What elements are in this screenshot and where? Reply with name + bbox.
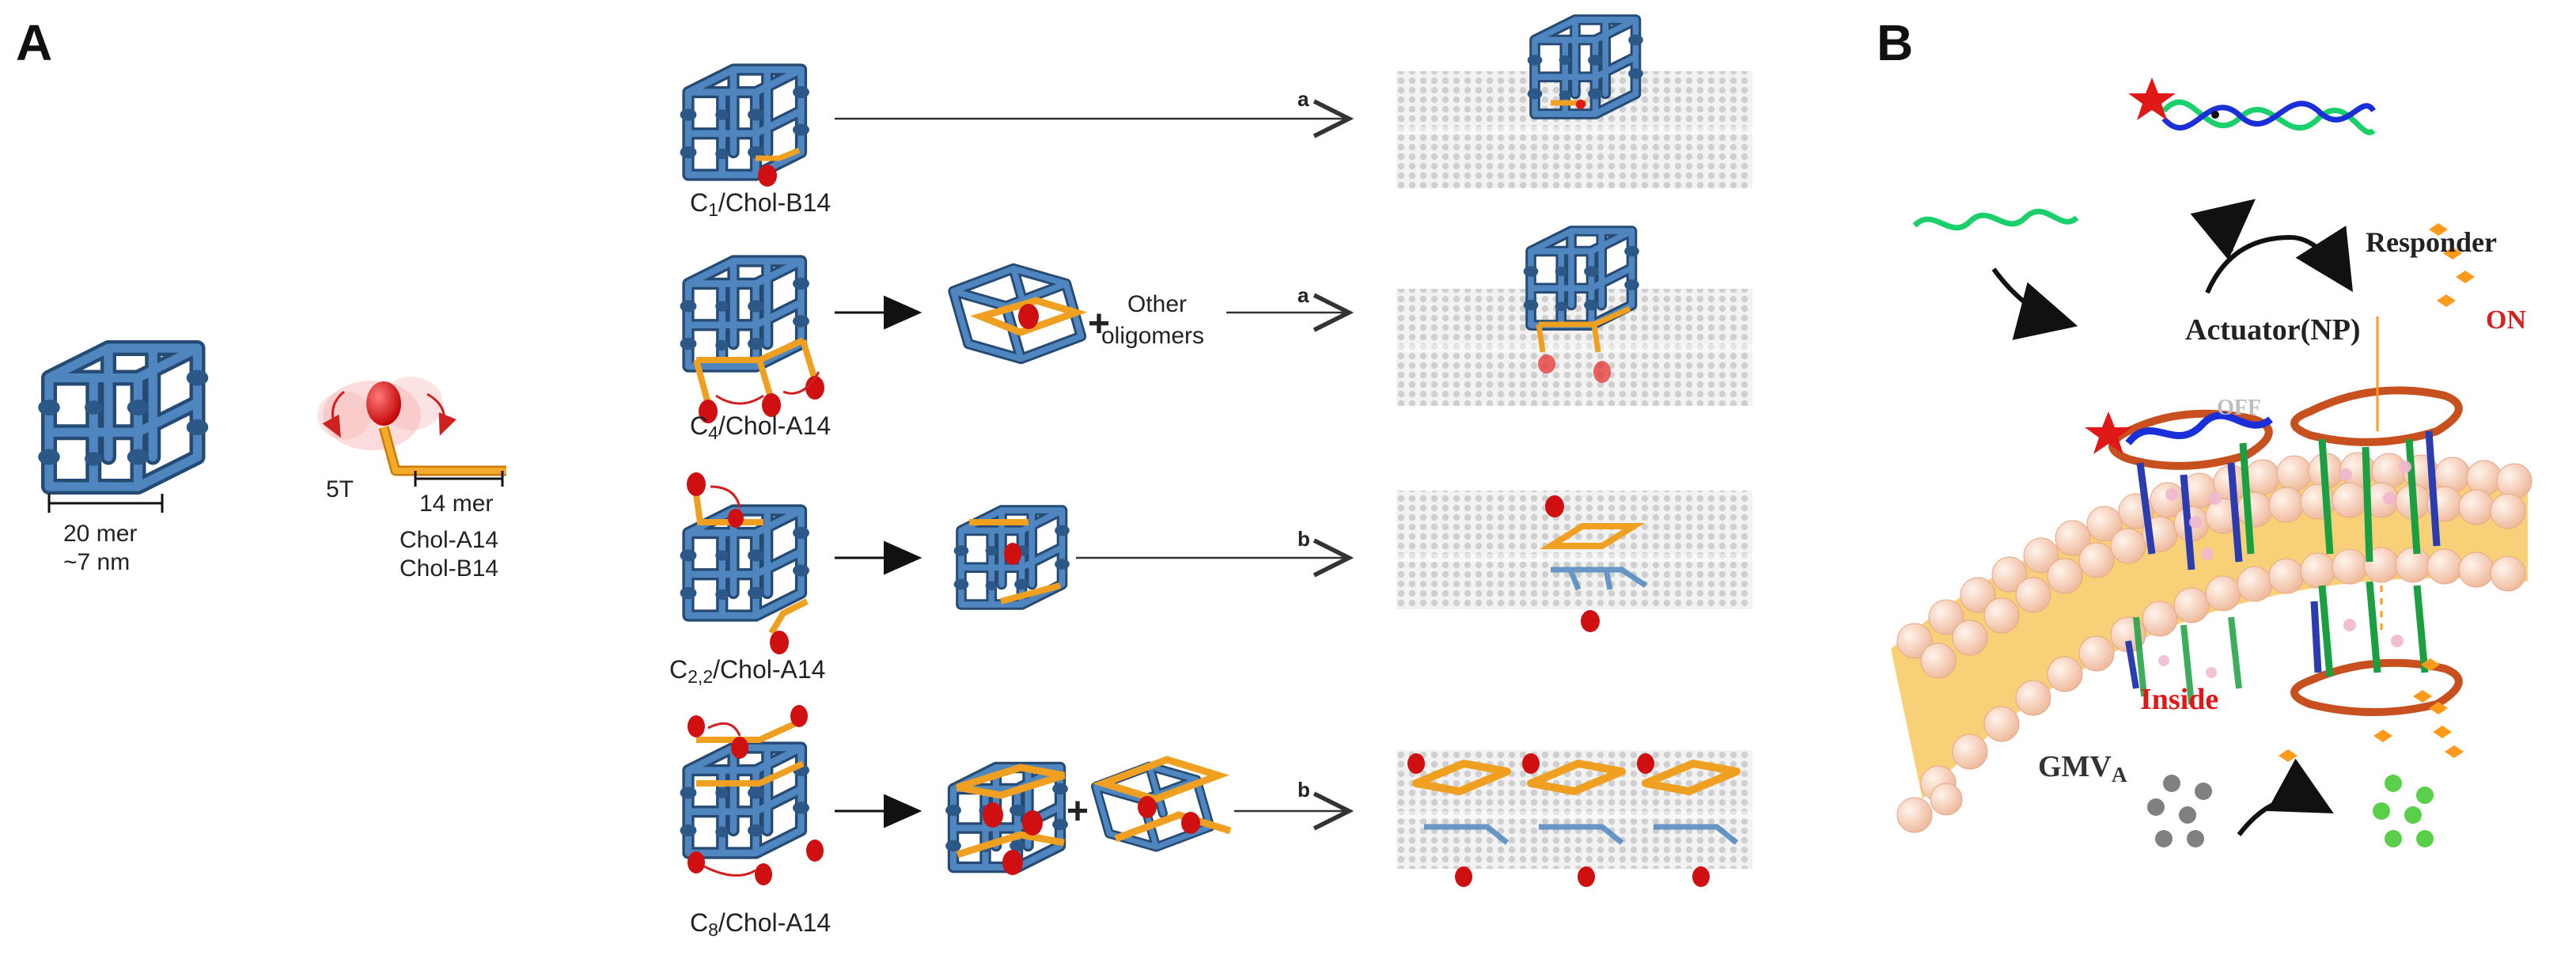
other-oligomers-line1: Other <box>1127 291 1188 317</box>
cholesterol-strand <box>317 377 506 487</box>
green-molecules <box>2373 775 2434 847</box>
pathway-tag-row4: b <box>1297 778 1310 802</box>
fluorophore-star-icon <box>2128 78 2176 120</box>
target-strand <box>1912 208 2079 231</box>
pathway-tag-row1: a <box>1297 87 1309 111</box>
grey-molecules <box>2147 775 2212 847</box>
cargo-out <box>2429 223 2475 307</box>
chol-b14-label: Chol-B14 <box>400 555 499 582</box>
row4-caption: C8/Chol-A14 <box>690 908 832 940</box>
arrow-conversion <box>2237 758 2334 836</box>
inside-label: Inside <box>2140 683 2219 716</box>
plus-row4: + <box>1066 790 1089 832</box>
panel-b <box>1891 78 2532 847</box>
reference-cube <box>38 348 208 487</box>
pathway-tag-row3: b <box>1297 527 1310 551</box>
off-label: OFF <box>2217 396 2261 420</box>
fluorophore-star-icon-2 <box>2085 411 2132 454</box>
cholesterol-head-icon <box>366 381 401 426</box>
panel-label-a: A <box>16 14 53 71</box>
spacer-label: 5T <box>326 476 354 502</box>
cube-scale-line1: 20 mer <box>63 521 138 547</box>
dna-duplex <box>2128 78 2376 135</box>
row1-caption: C1/Chol-B14 <box>690 188 832 220</box>
row-c22 <box>680 472 1752 654</box>
gmv-label: GMVA <box>2038 750 2127 787</box>
actuator-label: Actuator(NP) <box>2185 313 2361 347</box>
cube-scale-line2: ~7 nm <box>63 549 131 575</box>
responder-label: Responder <box>2366 226 2498 258</box>
pathway-tag-row2: a <box>1297 283 1309 307</box>
strand-length-label: 14 mer <box>419 491 494 517</box>
row3-caption: C2,2/Chol-A14 <box>669 655 826 687</box>
row-c1 <box>680 20 1752 188</box>
other-oligomers-line2: oligomers <box>1101 323 1205 349</box>
membrane-row3 <box>1396 491 1752 609</box>
on-label: ON <box>2486 305 2526 335</box>
panel-label-b: B <box>1877 14 1914 71</box>
arrow-release <box>2205 226 2354 294</box>
chol-a14-label: Chol-A14 <box>400 527 499 553</box>
row2-caption: C4/Chol-A14 <box>690 411 832 443</box>
arrow-strand-in <box>1991 267 2078 340</box>
off-channel <box>2085 409 2273 705</box>
panel-a <box>38 20 1752 887</box>
row-c8 <box>680 705 1752 887</box>
row-c4 <box>680 231 1752 423</box>
plus-row2: + <box>1088 303 1111 345</box>
